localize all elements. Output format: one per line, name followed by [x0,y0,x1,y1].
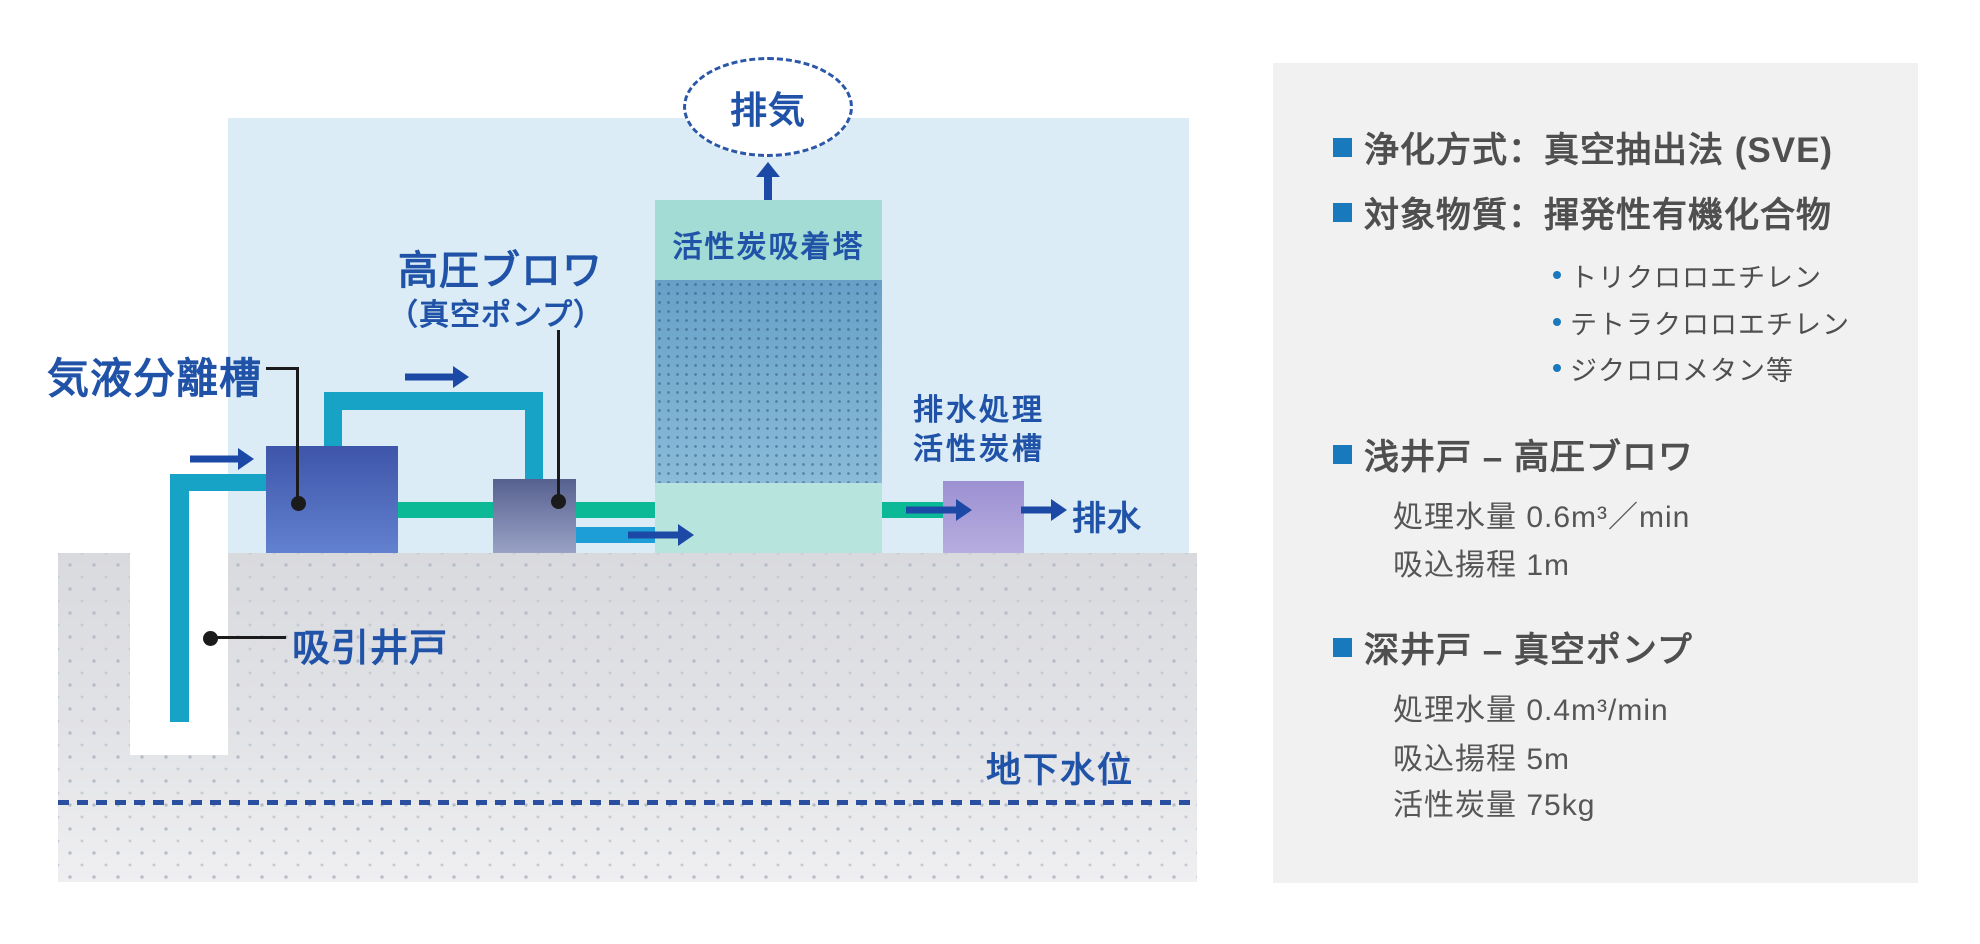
spec-item-text: 浄化方式：真空抽出法 (SVE) [1364,130,1834,170]
drain-label: 排水 [1072,500,1142,538]
blower-label: 高圧ブロワ [398,249,603,293]
groundwater-level-dashed-line [58,800,1197,805]
sub-bullet-dot-icon [1553,318,1561,326]
air-pipe-to-tower [575,527,656,543]
bullet-square-icon [1333,444,1352,464]
spec-panel: 浄化方式：真空抽出法 (SVE) 対象物質：揮発性有機化合物 トリクロロエチレン… [1273,63,1918,883]
spec-subitem-text: ジクロロメタン等 [1570,355,1794,386]
separator-leader-dot [291,496,306,511]
spec-item-method: 浄化方式：真空抽出法 (SVE) [1333,127,1833,170]
spec-subitem-text: テトラクロロエチレン [1570,309,1850,340]
blower-leader-line [557,330,560,502]
tower-top-section: 活性炭吸着塔 [655,200,882,280]
exhaust-bubble: 排気 [683,57,853,157]
spec-line-text: 処理水量 0.6m³／min [1393,501,1691,534]
well-leader-line [210,636,286,639]
tower-carbon-bed-section [655,280,882,483]
sub-bullet-dot-icon [1553,364,1561,372]
spec-line-text: 処理水量 0.4m³/min [1393,694,1669,727]
well-pipe-vertical [170,474,189,722]
exhaust-arrow-up [750,162,786,200]
exhaust-label: 排気 [730,90,806,131]
suction-well-label: 吸引井戸 [292,628,449,670]
flow-arrow-air-to-tower [628,523,694,547]
separator-leader-line [266,367,299,370]
flow-arrow-loop [405,366,469,388]
blower-leader-dot [551,494,566,509]
drain-tank-label: 排水処理 活性炭槽 [913,391,1045,469]
spec-line-carbon-75kg: 活性炭量 75kg [1393,784,1595,822]
spec-item-target: 対象物質：揮発性有機化合物 [1333,192,1832,235]
tower-label: 活性炭吸着塔 [672,231,865,264]
bullet-square-icon [1333,637,1352,657]
spec-line-lift-1m: 吸込揚程 1m [1393,544,1570,582]
spec-line-text: 活性炭量 75kg [1393,789,1596,822]
blower-sublabel: （真空ポンプ） [388,299,605,332]
spec-item-text: 対象物質：揮発性有機化合物 [1364,195,1833,235]
water-pipe-blower-to-tower [575,502,656,518]
flow-arrow-inlet [190,448,254,470]
spec-item-deep-well: 深井戸 – 真空ポンプ [1333,627,1693,670]
blower-vacuum-pump-box [493,479,576,553]
bullet-square-icon [1333,202,1352,222]
flow-arrow-drain-out [1021,498,1067,522]
gas-liquid-separator-box [266,446,398,553]
water-pipe-separator-to-blower [398,502,494,518]
spec-line-lift-5m: 吸込揚程 5m [1393,738,1570,776]
spec-item-text: 浅井戸 – 高圧ブロワ [1364,437,1694,477]
spec-subitem-dcm: ジクロロメタン等 [1553,351,1794,386]
spec-item-shallow-well: 浅井戸 – 高圧ブロワ [1333,434,1694,477]
groundwater-label: 地下水位 [986,751,1135,790]
spec-line-flow-06: 処理水量 0.6m³／min [1393,496,1690,534]
flow-arrow-water-to-draintank [906,498,972,522]
spec-line-text: 吸込揚程 1m [1393,549,1571,582]
separator-label: 気液分離槽 [47,355,263,402]
loop-pipe-horizontal [324,392,543,410]
loop-pipe-downcomer [525,410,543,479]
drain-tank-label-line2: 活性炭槽 [913,433,1045,466]
spec-subitem-text: トリクロロエチレン [1570,262,1822,293]
bullet-square-icon [1333,137,1352,157]
spec-line-text: 吸込揚程 5m [1393,743,1571,776]
spec-item-text: 深井戸 – 真空ポンプ [1364,630,1693,670]
separator-leader-line [296,367,299,504]
ground-soil-region [58,553,1197,882]
well-pipe-horizontal [170,474,266,491]
sub-bullet-dot-icon [1553,271,1561,279]
spec-subitem-tce: トリクロロエチレン [1553,258,1822,293]
spec-subitem-pce: テトラクロロエチレン [1553,305,1850,340]
drain-tank-label-line1: 排水処理 [913,394,1045,427]
activated-carbon-tower: 活性炭吸着塔 [655,200,882,553]
spec-line-flow-04: 処理水量 0.4m³/min [1393,689,1669,727]
